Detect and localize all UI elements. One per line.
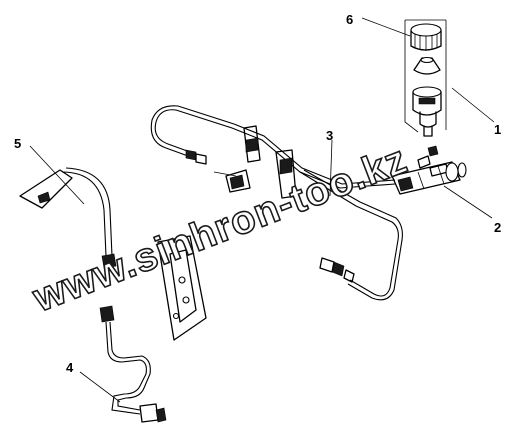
leader-2 xyxy=(443,185,493,219)
callout-6: 6 xyxy=(346,12,353,27)
reservoir-seal xyxy=(413,56,441,75)
reservoir-assembly xyxy=(404,19,447,157)
reservoir-cap xyxy=(410,23,442,51)
leader-5 xyxy=(29,145,85,205)
watermark-text: www.sinhron-too.kz xyxy=(27,137,414,321)
leader-1 xyxy=(451,87,495,123)
master-cylinder xyxy=(391,155,467,195)
lower-pipe xyxy=(99,305,167,423)
leader-lines xyxy=(29,17,495,403)
callout-5: 5 xyxy=(14,136,21,151)
leader-3 xyxy=(329,139,333,197)
callout-4: 4 xyxy=(66,360,74,375)
leader-6 xyxy=(361,17,411,37)
pipe-clip-bracket xyxy=(213,125,297,199)
callout-2: 2 xyxy=(494,220,501,235)
hydraulic-pipe xyxy=(150,105,403,301)
pedal-bracket-plate xyxy=(157,235,207,341)
reservoir-body xyxy=(412,86,442,137)
flexible-hose-assembly xyxy=(19,167,117,269)
leader-4 xyxy=(79,371,121,403)
callout-1: 1 xyxy=(494,122,501,137)
callout-3: 3 xyxy=(326,128,333,143)
